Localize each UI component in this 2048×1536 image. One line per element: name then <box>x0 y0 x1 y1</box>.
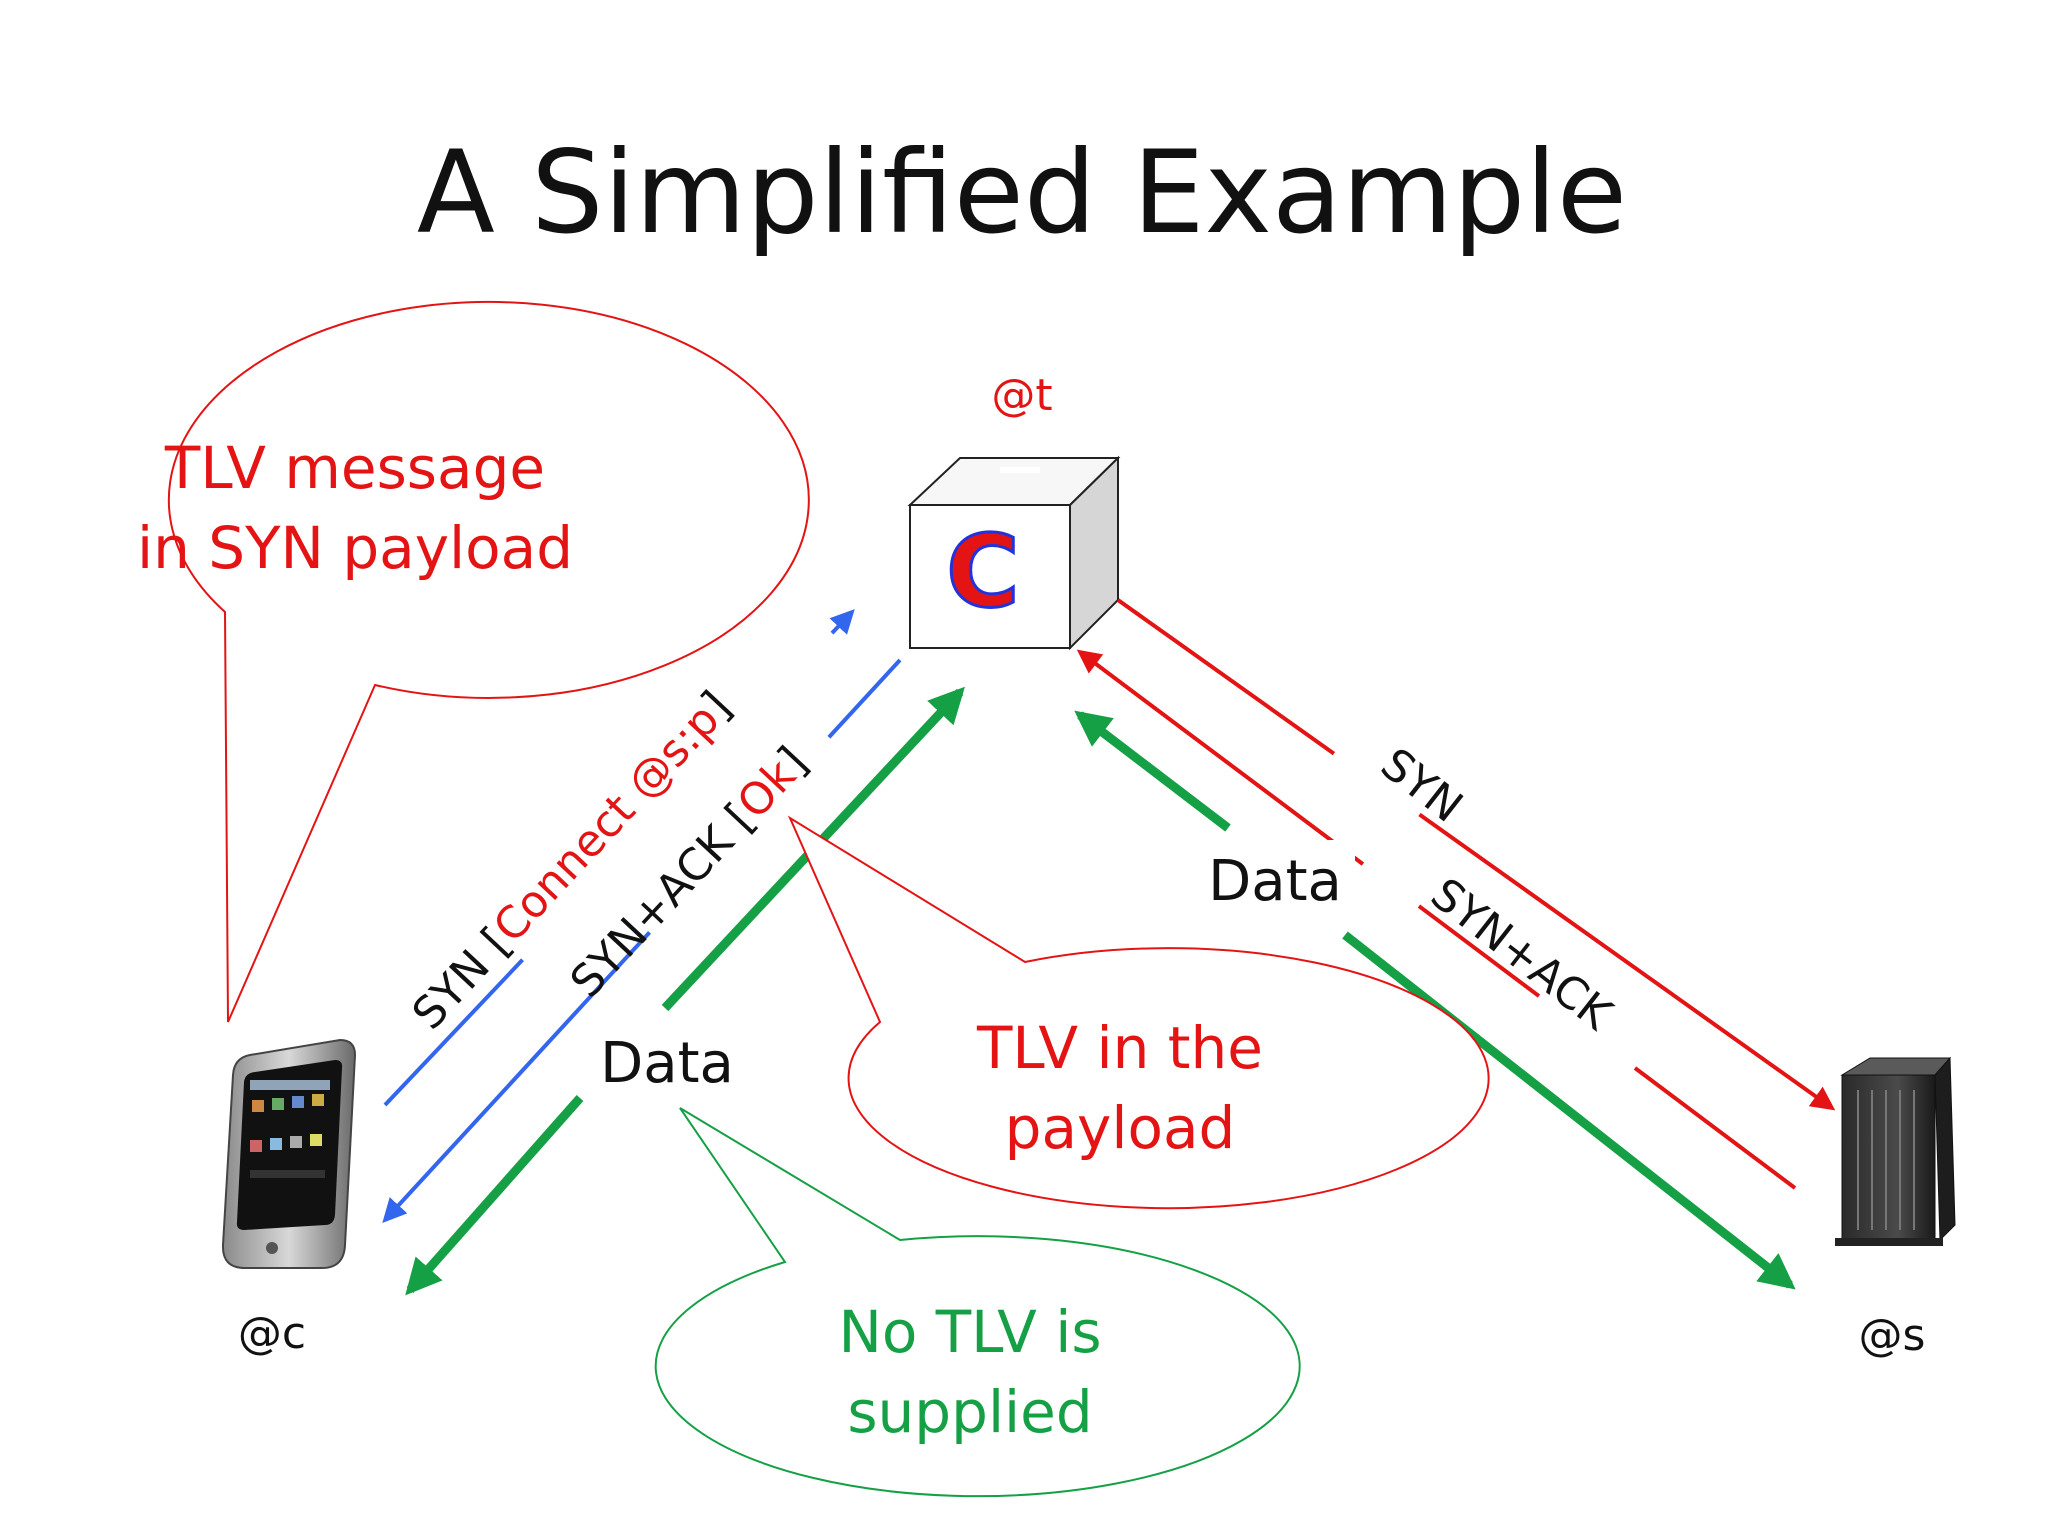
server-address-label: @s <box>1859 1310 1926 1361</box>
arrow-syn-to-controller <box>383 609 855 1107</box>
data-label-left: Data <box>600 1031 734 1096</box>
data-label-right: Data <box>1208 849 1342 914</box>
callout-syn-payload-line2: in SYN payload <box>137 514 573 582</box>
smartphone-icon <box>221 1038 357 1269</box>
data-label-left-backing <box>585 1020 745 1100</box>
callout-tlv-payload-line2: payload <box>1005 1094 1236 1162</box>
controller-cube-icon <box>907 455 1121 651</box>
slide-title: A Simplified Example <box>417 126 1627 259</box>
label-synack-ok: SYN+ACK [Ok] <box>561 737 818 1007</box>
callout-syn-payload-line1: TLV message <box>164 434 545 502</box>
arrow-data-right-to-controller <box>1074 710 1231 832</box>
controller-address-label: @t <box>991 370 1052 421</box>
data-label-right-backing <box>1195 840 1355 920</box>
label-syn-payload: Connect @s:p <box>484 694 730 952</box>
callout-no-tlv <box>654 1107 1301 1498</box>
callout-tlv-payload-line1: TLV in the <box>976 1014 1263 1082</box>
callout-no-tlv-line1: No TLV is <box>838 1298 1101 1366</box>
arrow-synack-to-client <box>382 658 902 1223</box>
callout-syn-payload <box>167 300 810 1023</box>
callout-no-tlv-line2: supplied <box>847 1378 1092 1446</box>
arrow-data-to-client <box>405 1095 584 1296</box>
client-address-label: @c <box>238 1308 306 1359</box>
arrow-data-to-server <box>1342 931 1796 1290</box>
controller-glyph: C <box>946 513 1019 630</box>
callout-tlv-payload <box>787 815 1490 1210</box>
arrow-syn-to-server <box>1116 598 1836 1111</box>
arrow-synack-to-controller <box>1076 649 1797 1190</box>
label-syn-right: SYN <box>1371 738 1472 832</box>
server-tower-icon <box>1835 1056 1956 1246</box>
